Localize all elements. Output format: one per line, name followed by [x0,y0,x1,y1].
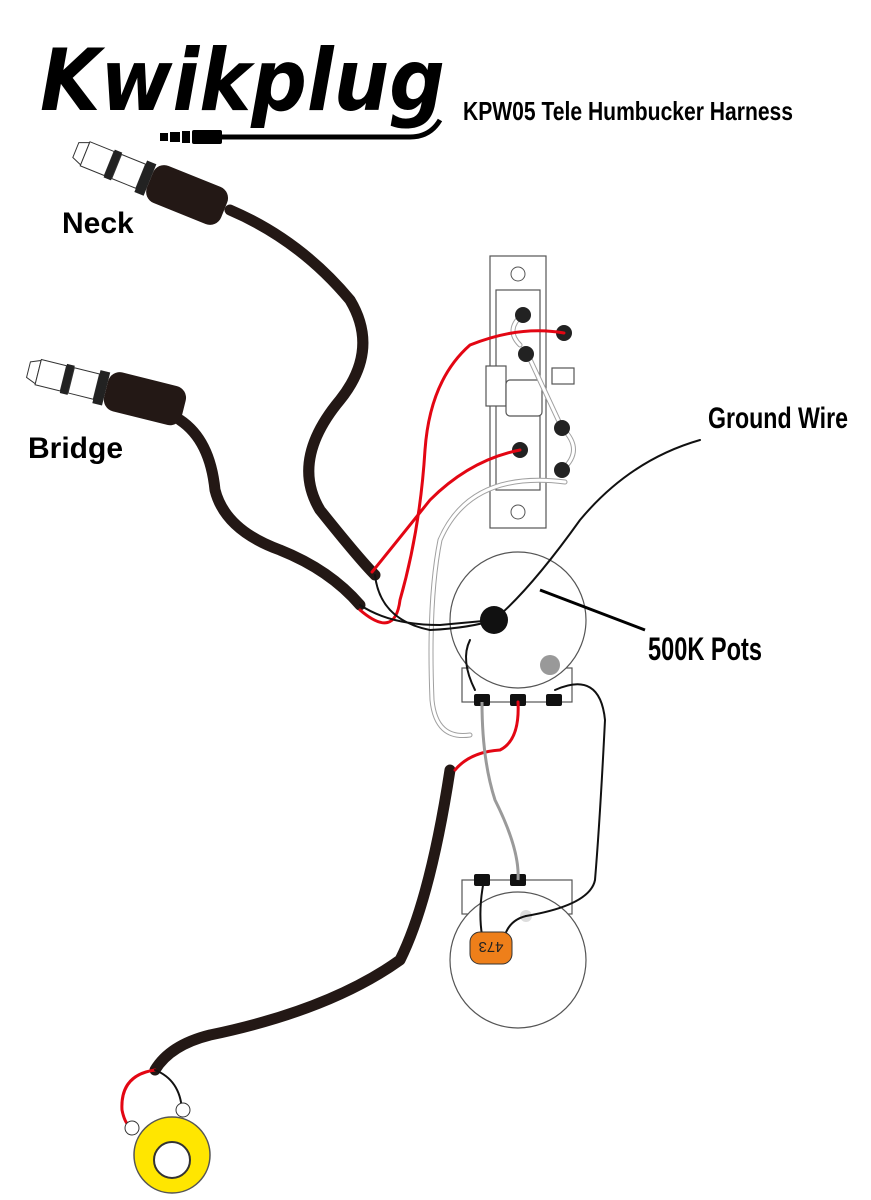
logo-plug-icon [160,118,443,144]
neck-plug [72,141,229,225]
capacitor: 473 [469,931,513,965]
capacitor-code: 473 [478,938,503,955]
switch-lug [518,346,534,362]
switch-lug [554,420,570,436]
label-bridge: Bridge [28,432,123,465]
bridge-plug [25,358,187,426]
switch-lug [515,307,531,323]
label-neck: Neck [62,207,134,240]
kwikplug-logo: Kwikplug [40,31,445,144]
ground-solder-point [480,606,508,634]
volume-pot [449,551,587,706]
label-ground-wire: Ground Wire [708,402,848,435]
label-pots: 500K Pots [648,631,762,667]
switch-lug [554,462,570,478]
diagram-title: KPW05 Tele Humbucker Harness [463,96,793,126]
solder-blob [540,655,560,675]
logo-text: Kwikplug [40,31,445,131]
output-jack [124,1102,211,1194]
